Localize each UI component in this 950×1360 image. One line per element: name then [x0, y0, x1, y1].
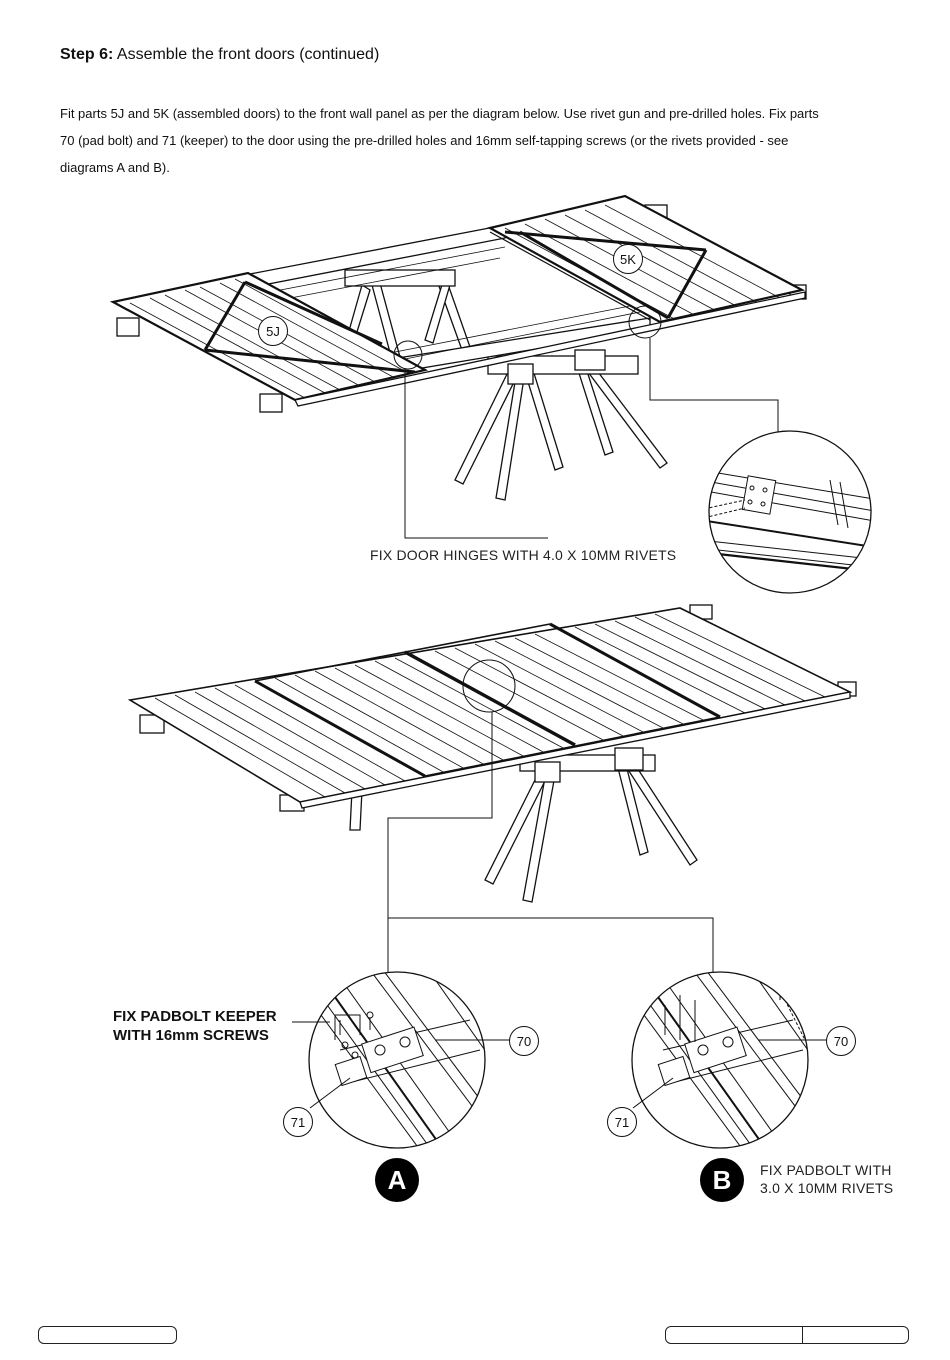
- badge-a: A: [375, 1158, 419, 1202]
- padbolt-detail-b: [631, 971, 830, 1149]
- hinge-note: FIX DOOR HINGES WITH 4.0 X 10MM RIVETS: [370, 547, 677, 563]
- instructions-line-1: Fit parts 5J and 5K (assembled doors) to…: [60, 106, 819, 121]
- padbolt-rivet-note-line-2: 3.0 X 10MM RIVETS: [760, 1180, 894, 1196]
- badge-b: B: [700, 1158, 744, 1202]
- trestle-front: [454, 349, 668, 501]
- padbolt-rivet-note: FIX PADBOLT WITH 3.0 X 10MM RIVETS: [760, 1161, 893, 1197]
- front-wall-with-doors: [109, 194, 807, 539]
- footer-right-divider: [802, 1327, 804, 1343]
- step-heading: Step 6: Assemble the front doors (contin…: [60, 46, 379, 64]
- instructions-line-2: 70 (pad bolt) and 71 (keeper) to the doo…: [60, 133, 789, 148]
- front-wall-doors-closed: [127, 604, 857, 972]
- callout-70-a: 70: [509, 1026, 539, 1056]
- callout-70-b: 70: [826, 1026, 856, 1056]
- padbolt-detail-a: [292, 971, 510, 1149]
- step-label: Step 6:: [60, 46, 114, 63]
- callout-5k: 5K: [613, 244, 643, 274]
- keeper-note: FIX PADBOLT KEEPER WITH 16mm SCREWS: [113, 1007, 277, 1045]
- footer-right-box: [665, 1326, 909, 1344]
- instructions: Fit parts 5J and 5K (assembled doors) to…: [60, 100, 910, 181]
- callout-71-a: 71: [283, 1107, 313, 1137]
- footer-left-box: [38, 1326, 177, 1344]
- hinge-detail: [708, 430, 872, 594]
- instructions-line-3: diagrams A and B).: [60, 160, 170, 175]
- step-title: Assemble the front doors (continued): [116, 46, 380, 63]
- callout-71-b: 71: [607, 1107, 637, 1137]
- callout-5j: 5J: [258, 316, 288, 346]
- keeper-note-line-1: FIX PADBOLT KEEPER: [113, 1008, 277, 1025]
- padbolt-rivet-note-line-1: FIX PADBOLT WITH: [760, 1162, 892, 1178]
- keeper-note-line-2: WITH 16mm SCREWS: [113, 1027, 269, 1044]
- door-5k: [486, 194, 806, 324]
